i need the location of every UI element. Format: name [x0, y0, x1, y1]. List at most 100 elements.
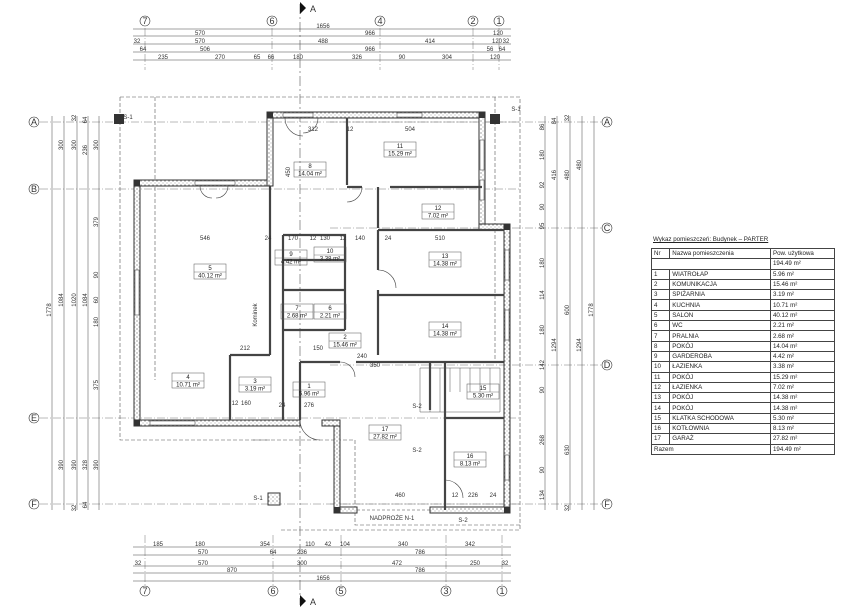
dimension-left: 64 [83, 501, 89, 508]
axis-label-left: F [31, 499, 37, 509]
cell-nr: 16 [650, 423, 671, 435]
dimension-top: 120 [490, 55, 501, 61]
room-label: 15.96 m² [292, 381, 326, 398]
axis-bubble [440, 585, 452, 597]
dimension-bottom: 42 [325, 542, 332, 548]
plan-tag: S-1 [123, 115, 133, 121]
interior-dimension: 130 [320, 236, 331, 242]
cell-area: 5.96 m² [769, 268, 836, 280]
dimension-bottom: 340 [398, 542, 409, 548]
axis-bubble [601, 359, 613, 371]
dimension-bottom: 570 [198, 561, 209, 567]
axis-bubble [28, 498, 40, 510]
dimension-right: 268 [540, 434, 546, 445]
axis-bubble [374, 15, 386, 27]
table-row: 194.49 m² [651, 258, 836, 270]
total-label: Razem [651, 443, 771, 455]
cell-name: POKÓJ [669, 402, 771, 414]
room-label: 94.42 m² [274, 249, 308, 266]
interior-dimension: 24 [265, 236, 272, 242]
dimension-right: 480 [565, 169, 571, 180]
dimension-right: 180 [540, 324, 546, 335]
cell-nr: 1 [650, 268, 671, 280]
interior-dimension: 24 [279, 403, 286, 409]
axis-label-left: A [31, 117, 37, 127]
room-area: 14.38 m² [433, 332, 457, 338]
interior-dimension: 12 [452, 493, 459, 499]
room-area: 5.30 m² [473, 394, 493, 400]
dimension-top: 90 [399, 55, 406, 61]
interior-dimension: 240 [357, 354, 368, 360]
doors [199, 117, 464, 511]
room-label: 127.02 m² [421, 203, 455, 220]
room-number: 5 [208, 266, 212, 272]
dimension-top: 488 [318, 39, 329, 45]
axis-gridlines [40, 4, 601, 605]
axis-label-right: A [604, 117, 610, 127]
dimension-left: 1778 [47, 303, 53, 317]
dimension-bottom: 236 [297, 550, 308, 556]
cell-name: KLATKA SCHODOWA [669, 412, 771, 425]
cell-area: 14.38 m² [769, 392, 836, 404]
dimension-top: 414 [425, 39, 436, 45]
schedule-title: Wykaz pomieszczeń: Budynek – PARTER [653, 236, 769, 243]
room-number: 13 [442, 254, 449, 260]
cell-nr: 4 [650, 299, 671, 311]
room-number: 10 [327, 249, 334, 255]
dimension-bottom: 180 [195, 542, 206, 548]
interior-dimension: 460 [395, 493, 406, 499]
interior-dimension: 226 [468, 493, 479, 499]
interior-dimension: 450 [286, 166, 292, 177]
outer-walls [133, 111, 511, 514]
axis-bubble [601, 498, 613, 510]
cell-nr: 9 [650, 350, 671, 363]
cell-area: 14.38 m² [769, 402, 836, 414]
dimension-right: 84 [552, 117, 558, 124]
dimension-left: 236 [83, 144, 89, 155]
cell-nr: 11 [650, 371, 671, 383]
dimension-bottom: 570 [198, 550, 209, 556]
cell-nr: 13 [650, 392, 671, 404]
axis-label-bottom: 7 [142, 586, 147, 596]
dimension-top: 570 [195, 31, 206, 37]
dimension-left: 90 [94, 271, 100, 278]
interior-dimension: 170 [288, 236, 299, 242]
section-label: A [310, 4, 316, 14]
axis-label-right: C [604, 223, 611, 233]
dimension-bottom: 110 [305, 542, 315, 548]
dimension-bottom: 300 [297, 561, 308, 567]
header-area: Pow. użytkowa [769, 247, 836, 260]
dimension-left: 1020 [72, 293, 78, 307]
cell-name: GARDEROBA [669, 350, 771, 363]
axis-label-top: 2 [470, 16, 475, 26]
room-area: 40.12 m² [198, 274, 222, 280]
cell-area: 40.12 m² [769, 309, 836, 322]
cell-name: WC [669, 320, 771, 332]
dimension-bottom: 786 [415, 550, 426, 556]
cell-name: ŁAZIENKA [669, 361, 771, 373]
dimension-top: 65 [254, 55, 261, 61]
axis-label-bottom: 5 [338, 586, 343, 596]
dimension-left: 375 [94, 379, 100, 390]
plan-tag: S-1 [253, 496, 263, 502]
dimension-right: 90 [540, 203, 546, 210]
cell-name: POKÓJ [669, 371, 771, 383]
interior-dimension: 24 [385, 236, 392, 242]
plan-tag: S-2 [412, 404, 422, 410]
axis-bubble [28, 183, 40, 195]
room-number: 15 [480, 386, 487, 392]
dimension-right: 416 [552, 169, 558, 180]
room-label: 5 40.12 m² [193, 263, 227, 280]
stairs [419, 367, 501, 413]
dimension-right: 142 [540, 359, 546, 370]
room-area: 4.42 m² [281, 260, 301, 266]
dimension-top: 64 [140, 47, 147, 53]
